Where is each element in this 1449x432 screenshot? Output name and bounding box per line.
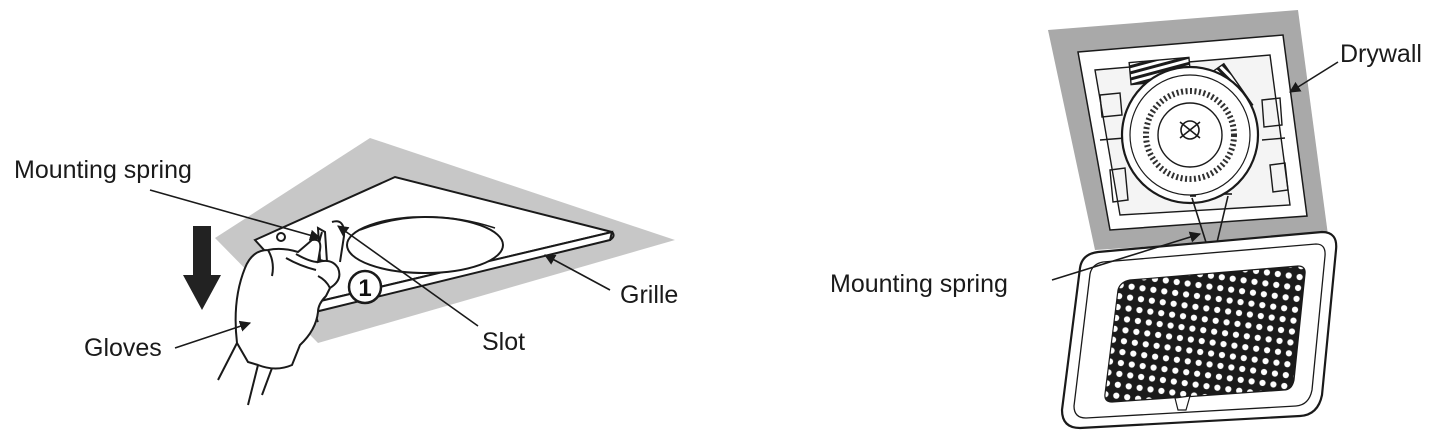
label-drywall: Drywall — [1340, 40, 1422, 68]
fan-icon — [1120, 65, 1260, 205]
grille-mesh-icon — [1104, 265, 1306, 403]
glove-hand-icon — [217, 238, 341, 406]
leader-slot — [337, 225, 479, 327]
step-number: 1 — [358, 275, 371, 302]
label-mounting-spring-right: Mounting spring — [830, 270, 1008, 298]
grille-body — [253, 175, 615, 323]
left-figure: 1 — [149, 138, 675, 406]
down-arrow-icon — [183, 226, 221, 310]
label-gloves: Gloves — [84, 334, 162, 362]
step-1-badge-icon: 1 — [347, 269, 383, 305]
right-figure — [1048, 10, 1339, 430]
label-mounting-spring-left: Mounting spring — [14, 156, 192, 184]
label-slot: Slot — [482, 328, 526, 356]
leader-mounting-spring-left — [149, 189, 322, 241]
leader-drywall — [1289, 61, 1339, 93]
leader-gloves — [174, 320, 252, 349]
label-grille: Grille — [620, 281, 679, 309]
grille-hanging — [1060, 230, 1338, 430]
leader-mounting-spring-right — [1051, 231, 1202, 281]
leader-grille — [544, 254, 611, 291]
